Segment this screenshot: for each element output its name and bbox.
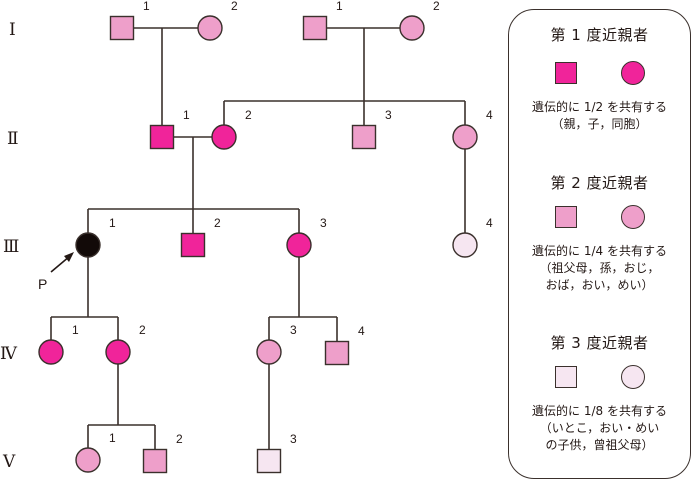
pedigree-chart: Ⅰ Ⅱ Ⅲ Ⅳ Ⅴ <box>0 0 493 474</box>
male-square-V-3 <box>256 448 282 474</box>
female-circle-icon <box>620 205 645 229</box>
generation-labels: Ⅰ Ⅱ Ⅲ Ⅳ Ⅴ <box>0 20 19 472</box>
individual-number-III-4: 4 <box>486 216 493 230</box>
legend-description: 遺伝的に 1/2 を共有する （親，子，同胞） <box>532 100 667 131</box>
male-square-I-1b <box>302 15 328 41</box>
legend-degree-1: 第 1 度近親者 遺伝的に 1/2 を共有する （親，子，同胞） <box>509 24 690 133</box>
individual-number-V-3: 3 <box>290 432 297 446</box>
generation-label-3: Ⅲ <box>3 237 19 257</box>
female-circle-III-4 <box>452 232 478 258</box>
individual-number-I-2b: 2 <box>433 0 440 13</box>
female-circle-icon <box>620 61 645 85</box>
individual-number-I-1b: 1 <box>336 0 343 13</box>
individual-number-III-2: 2 <box>214 216 221 230</box>
individual-number-V-1: 1 <box>109 431 116 445</box>
legend-title: 第 3 度近親者 <box>550 334 649 352</box>
individual-number-II-2: 2 <box>245 108 252 122</box>
individual-number-II-1: 1 <box>183 108 190 122</box>
female-circle-III-3 <box>286 232 312 258</box>
individual-number-V-2: 2 <box>176 432 183 446</box>
proband-label: P <box>38 276 47 292</box>
male-square-II-3 <box>351 124 377 150</box>
male-square-icon <box>554 366 577 388</box>
male-square-V-2 <box>142 448 168 474</box>
individual-number-II-3: 3 <box>385 108 392 122</box>
female-circle-V-1 <box>75 447 101 473</box>
generation-label-2: Ⅱ <box>7 129 19 149</box>
female-circle-IV-3 <box>256 339 282 365</box>
legend-title: 第 2 度近親者 <box>550 174 649 192</box>
arrow-head-icon <box>64 252 74 262</box>
male-square-icon <box>554 206 577 228</box>
legend-degree-3: 第 3 度近親者 遺伝的に 1/8 を共有する （いとこ，おい・めい の子供，曾… <box>509 332 690 454</box>
individuals: 1 2 1 2 1 2 3 4 1 2 3 4 1 2 3 4 1 2 3 <box>38 0 493 474</box>
generation-label-1: Ⅰ <box>9 20 16 40</box>
legend-title: 第 1 度近親者 <box>550 26 649 44</box>
individual-number-II-4: 4 <box>486 108 493 122</box>
individual-number-I-1a: 1 <box>143 0 150 13</box>
male-square-icon <box>554 62 577 84</box>
legend-description: 遺伝的に 1/4 を共有する （祖父母，孫，おじ， おば，おい，めい） <box>532 244 667 292</box>
pedigree-lines <box>50 27 466 449</box>
individual-number-IV-3: 3 <box>290 323 297 337</box>
female-circle-II-2 <box>211 124 237 150</box>
female-circle-icon <box>620 365 645 389</box>
proband-circle-III-1 <box>75 232 101 258</box>
individual-number-IV-4: 4 <box>358 324 365 338</box>
individual-number-III-3: 3 <box>320 216 327 230</box>
female-circle-I-2a <box>197 15 223 41</box>
individual-number-III-1: 1 <box>109 216 116 230</box>
legend-description: 遺伝的に 1/8 を共有する （いとこ，おい・めい の子供，曾祖父母） <box>532 404 667 452</box>
generation-label-4: Ⅳ <box>0 344 18 364</box>
legend-panel: 第 1 度近親者 遺伝的に 1/2 を共有する （親，子，同胞） 第 2 度近親… <box>508 9 691 479</box>
female-circle-I-2b <box>399 15 425 41</box>
legend-degree-2: 第 2 度近親者 遺伝的に 1/4 を共有する （祖父母，孫，おじ， おば，おい… <box>509 172 690 294</box>
proband-arrow: P <box>38 252 74 292</box>
male-square-I-1a <box>109 15 135 41</box>
individual-number-IV-2: 2 <box>139 323 146 337</box>
female-circle-IV-1 <box>38 339 64 365</box>
individual-number-I-2a: 2 <box>231 0 238 13</box>
generation-label-5: Ⅴ <box>2 452 16 472</box>
female-circle-II-4 <box>452 124 478 150</box>
female-circle-IV-2 <box>105 339 131 365</box>
individual-number-IV-1: 1 <box>72 323 79 337</box>
male-square-II-1 <box>149 124 175 150</box>
male-square-III-2 <box>180 232 206 258</box>
male-square-IV-4 <box>324 340 350 366</box>
